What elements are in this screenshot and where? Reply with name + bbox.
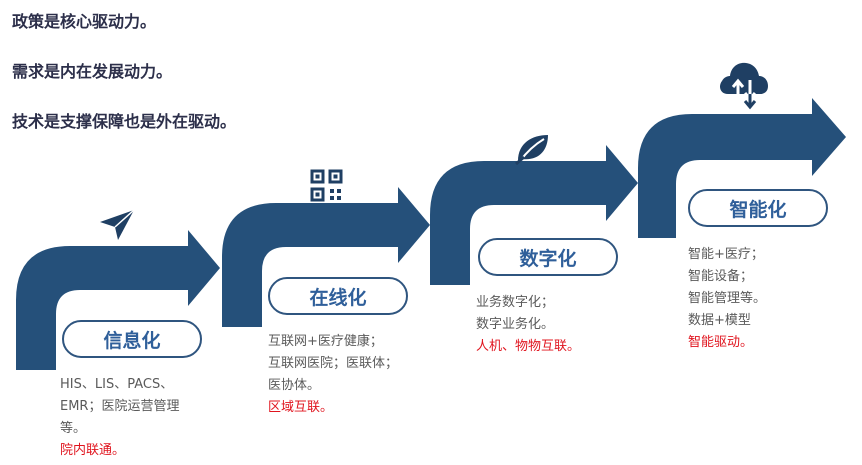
cloud-transfer-icon: [720, 62, 768, 110]
step-arrow-1: [16, 230, 220, 370]
stage-desc-intelligence: 智能+医疗； 智能设备； 智能管理等。 数据+模型 智能驱动。: [688, 244, 766, 354]
intro-line-policy: 政策是核心驱动力。: [12, 12, 157, 31]
stage-label-intelligence: 智能化: [688, 189, 828, 227]
intro-line-demand: 需求是内在发展动力。: [12, 62, 173, 81]
stage-label-digitalization: 数字化: [478, 238, 618, 276]
stage-label-online: 在线化: [268, 277, 408, 315]
desc-highlight: 区域互联。: [268, 400, 334, 415]
desc-line: 互联网+医疗健康；: [268, 334, 383, 349]
desc-line: HIS、LIS、PACS、: [60, 377, 174, 392]
desc-line: EMR；医院运营管理: [60, 399, 180, 414]
qr-code-icon: [310, 169, 343, 202]
intro-line-technology: 技术是支撑保障也是外在驱动。: [12, 112, 237, 131]
stage-desc-online: 互联网+医疗健康； 互联网医院；医联体； 医协体。 区域互联。: [268, 331, 398, 419]
desc-line: 互联网医院；医联体；: [268, 356, 399, 371]
step-arrow-4: [638, 98, 846, 238]
paper-plane-icon: [100, 209, 135, 240]
desc-line: 数据+模型: [688, 313, 751, 328]
stage-label-informatization: 信息化: [62, 320, 202, 358]
step-arrow-2: [222, 187, 430, 327]
desc-line: 医协体。: [268, 378, 321, 393]
stage-desc-informatization: HIS、LIS、PACS、 EMR；医院运营管理 等。 院内联通。: [60, 374, 179, 462]
desc-line: 等。: [60, 421, 87, 436]
desc-line: 智能+医疗；: [688, 247, 764, 262]
step-arrow-3: [430, 145, 638, 285]
leaf-icon: [515, 135, 548, 166]
desc-line: 数字业务化。: [476, 317, 555, 332]
desc-line: 智能管理等。: [688, 291, 767, 306]
desc-line: 业务数字化；: [476, 295, 555, 310]
desc-highlight: 智能驱动。: [688, 335, 754, 350]
desc-highlight: 人机、物物互联。: [476, 339, 581, 354]
stage-desc-digitalization: 业务数字化； 数字业务化。 人机、物物互联。: [476, 292, 580, 358]
desc-highlight: 院内联通。: [60, 443, 126, 458]
desc-line: 智能设备；: [688, 269, 754, 284]
